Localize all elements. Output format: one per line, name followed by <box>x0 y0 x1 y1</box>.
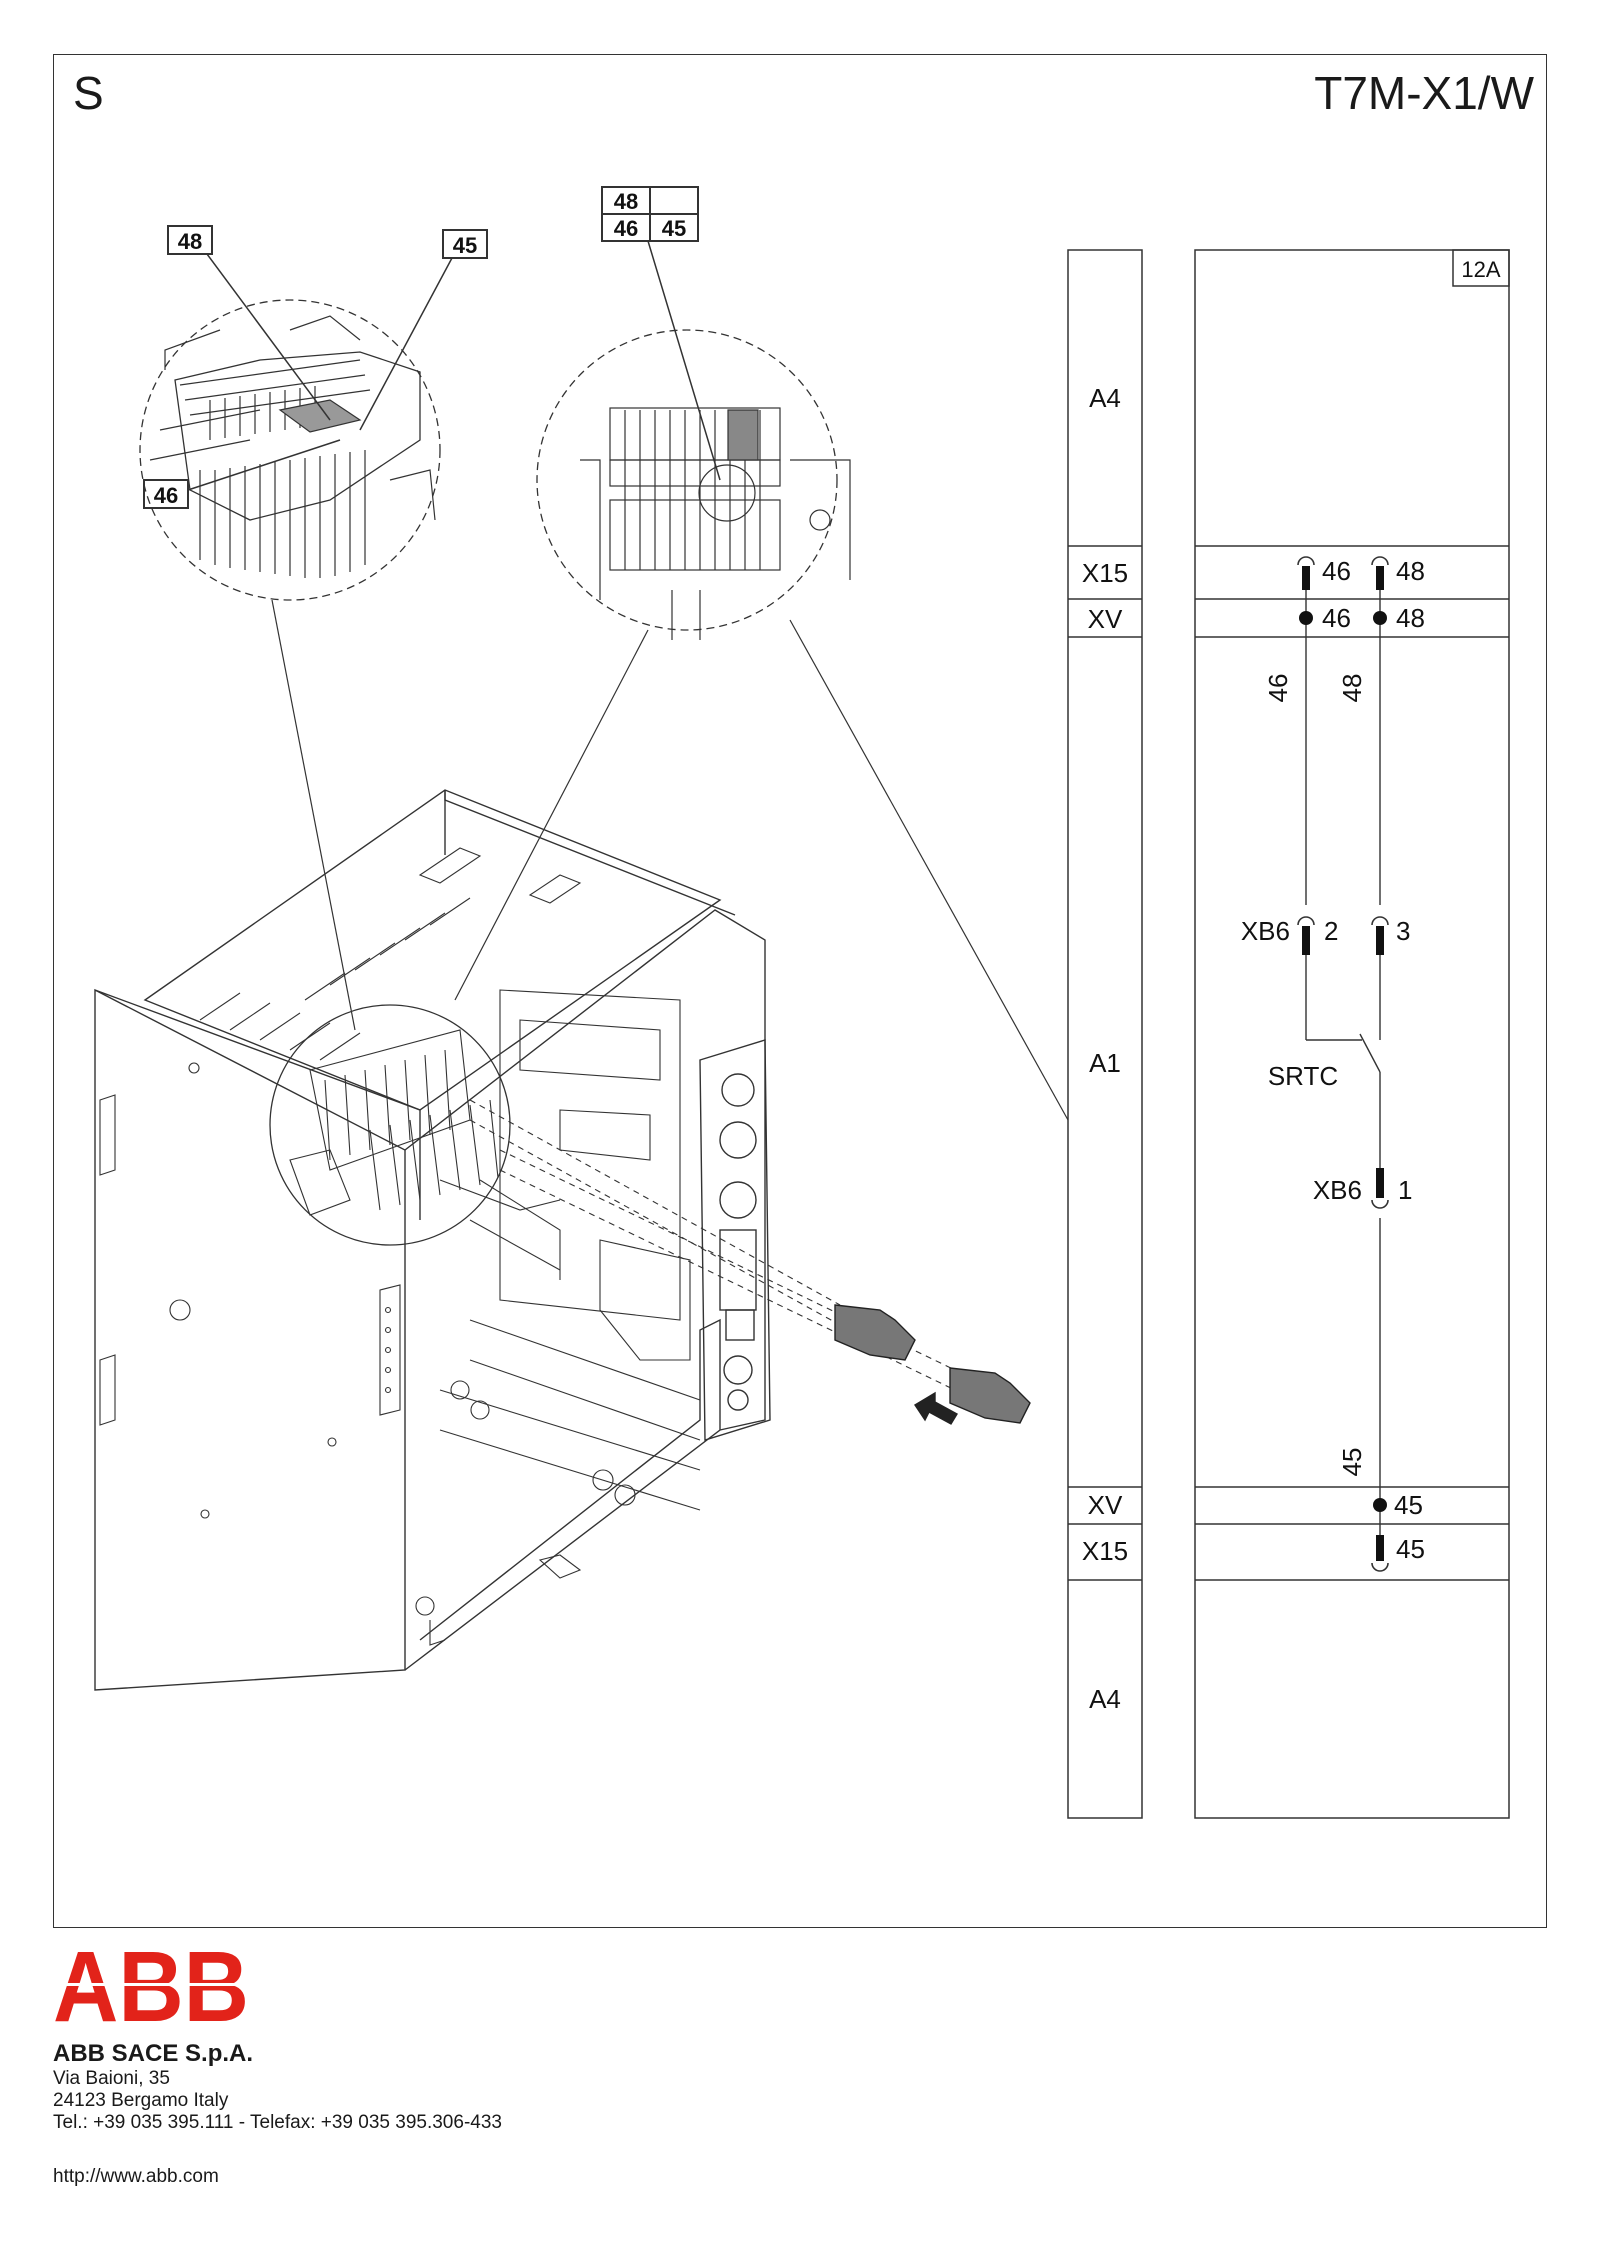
page-letter: S <box>73 67 104 119</box>
page-frame <box>53 54 1547 1928</box>
xb6-label: XB6 <box>1241 916 1290 946</box>
callout-45-left: 45 <box>453 233 477 258</box>
company-name: ABB SACE S.p.A. <box>53 2040 254 2067</box>
detail-view-left <box>139 253 453 601</box>
x15-connectors-top <box>1297 556 1389 590</box>
callout-group-left: 48 45 46 <box>143 225 488 509</box>
xv-terminal-48: 48 <box>1396 603 1425 633</box>
xv-terminal-45: 45 <box>1394 1490 1423 1520</box>
callout-group-mid: 48 46 45 <box>601 186 699 242</box>
srtc-switch-label: SRTC <box>1268 1061 1338 1091</box>
xb6-connectors <box>1297 916 1389 955</box>
callout-48-mid: 48 <box>614 189 638 214</box>
xb6-pin-2: 2 <box>1324 916 1338 946</box>
technical-drawing: 48 45 46 48 46 45 <box>94 186 1510 1819</box>
breaker-isometric <box>94 789 1031 1691</box>
callout-48-left: 48 <box>178 229 202 254</box>
svg-text:ABB: ABB <box>53 1945 249 2025</box>
detail-view-middle <box>536 240 851 640</box>
xv-terminal-46: 46 <box>1322 603 1351 633</box>
strip-xv-top: XV <box>1088 604 1123 634</box>
xb6-pin-3: 3 <box>1396 916 1410 946</box>
contact-phone: Tel.: +39 035 395.111 - Telefax: +39 035… <box>53 2112 502 2133</box>
leader-lines <box>271 599 1069 1121</box>
x15-terminal-45: 45 <box>1396 1534 1425 1564</box>
wiring-schematic: 12A 46 48 46 48 46 48 <box>1194 249 1510 1819</box>
callout-45-mid: 45 <box>662 216 686 241</box>
strip-xv-bottom: XV <box>1088 1490 1123 1520</box>
x15-connector-bottom <box>1371 1535 1389 1572</box>
model-title: T7M-X1/W <box>1314 67 1534 119</box>
x15-terminal-46: 46 <box>1322 556 1351 586</box>
abb-logo: ABB <box>53 1931 249 2043</box>
rating-label: 12A <box>1461 257 1500 282</box>
callout-46-left: 46 <box>154 483 178 508</box>
xb6-pin1-connector <box>1371 1168 1389 1209</box>
address-city: 24123 Bergamo Italy <box>53 2090 229 2111</box>
xv-dot-48 <box>1373 611 1387 625</box>
xb6-pin-1: 1 <box>1398 1175 1412 1205</box>
xb6-low-label: XB6 <box>1313 1175 1362 1205</box>
xv-dot-45 <box>1373 1498 1387 1512</box>
xv-dot-46 <box>1299 611 1313 625</box>
website-link[interactable]: http://www.abb.com <box>53 2166 219 2187</box>
wire-number-48: 48 <box>1337 674 1367 703</box>
address-street: Via Baioni, 35 <box>53 2068 170 2089</box>
footer: ABB ABB SACE S.p.A. Via Baioni, 35 24123… <box>53 1931 853 2188</box>
strip-a4-top: A4 <box>1089 383 1121 413</box>
strip-x15-top: X15 <box>1082 558 1128 588</box>
wire-number-46: 46 <box>1263 674 1293 703</box>
strip-a4-bottom: A4 <box>1089 1684 1121 1714</box>
strip-a1: A1 <box>1089 1048 1121 1078</box>
callout-46-mid: 46 <box>614 216 638 241</box>
strip-x15-bottom: X15 <box>1082 1536 1128 1566</box>
terminal-strip: A4 X15 XV A1 XV X15 A4 <box>1067 249 1143 1819</box>
x15-terminal-48: 48 <box>1396 556 1425 586</box>
wire-number-45: 45 <box>1337 1448 1367 1477</box>
